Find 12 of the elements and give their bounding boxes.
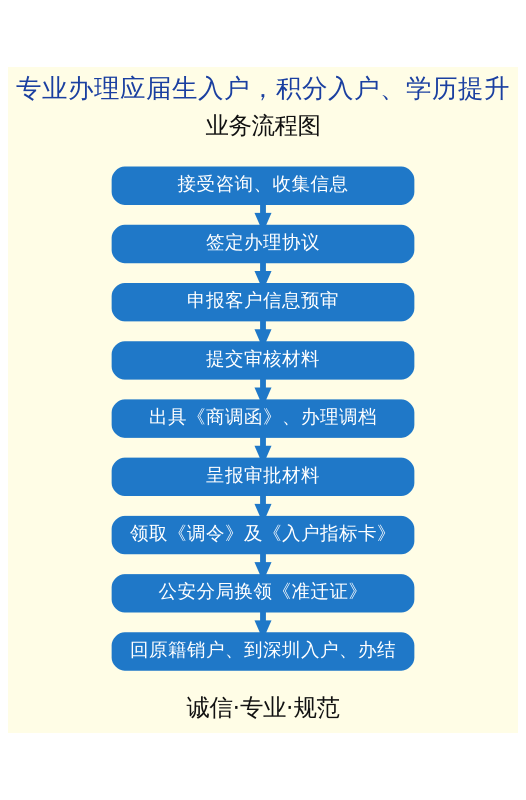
node-box: 接受咨询、收集信息 — [112, 166, 414, 205]
node-box: 申报客户信息预审 — [112, 282, 414, 322]
node-box: 签定办理协议 — [112, 224, 414, 264]
node-box: 呈报审批材料 — [112, 458, 414, 496]
node-box: 提交审核材料 — [112, 341, 414, 380]
label: 诚信·专业·规范 — [186, 694, 340, 722]
label: 业务流程图 — [206, 112, 320, 140]
node-box: 领取《调令》及《入户指标卡》 — [112, 516, 414, 554]
node-box: 回原籍销户、到深圳入户、办结 — [112, 632, 414, 671]
diagram-title: 专业办理应届生入户，积分入户、学历提升 — [16, 74, 510, 104]
node-box: 出具《商调函》、办理调档 — [112, 399, 414, 438]
node-box: 公安分局换领《准迁证》 — [112, 574, 414, 612]
